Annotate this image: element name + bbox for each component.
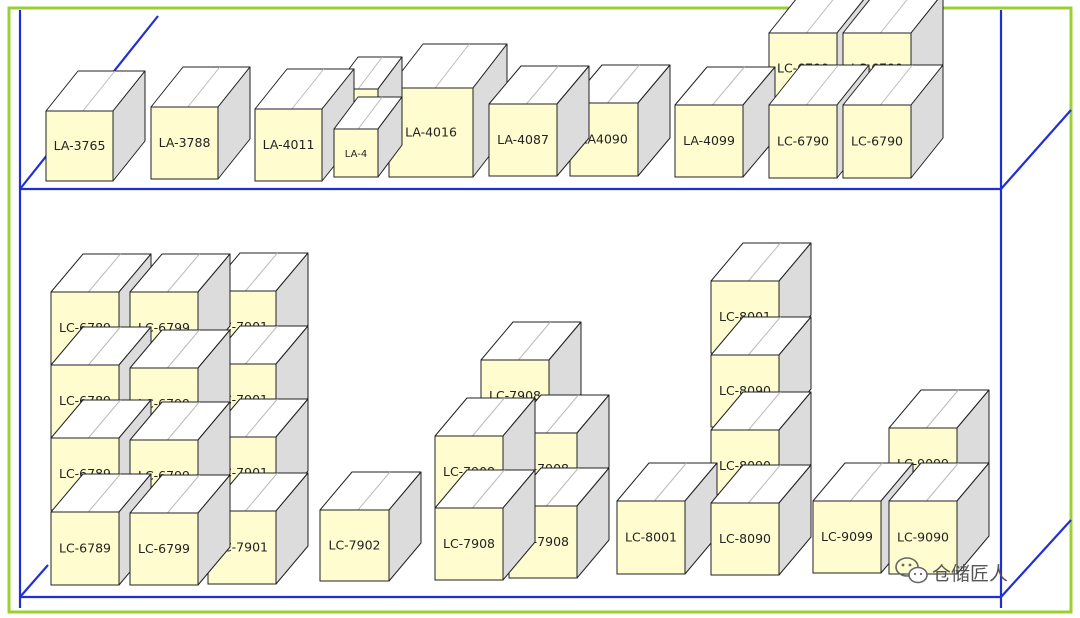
box-front-face xyxy=(710,502,780,576)
storage-box: LC-6790 xyxy=(842,64,944,179)
storage-box: LA-4087 xyxy=(488,65,590,177)
box-label: LA-4016 xyxy=(405,125,457,140)
storage-box: LC-7908 xyxy=(434,469,536,581)
box-tape-line xyxy=(291,68,325,110)
storage-box: LC-6799 xyxy=(129,474,231,586)
box-front-face xyxy=(616,500,686,575)
box-label: LC-9099 xyxy=(821,529,873,544)
box-tape-line xyxy=(607,64,640,104)
box-tape-line xyxy=(472,397,505,437)
box-tape-line xyxy=(245,252,278,292)
box-tape-line xyxy=(748,464,781,504)
box-label: LA-4011 xyxy=(263,137,315,152)
box-tape-line xyxy=(880,64,913,106)
box-front-face xyxy=(488,103,558,177)
box-label: LA-4 xyxy=(345,149,367,160)
box-tape-line xyxy=(245,325,278,365)
box-label: LC-6790 xyxy=(777,134,829,149)
box-label: LA-3788 xyxy=(159,135,211,150)
box-front-face xyxy=(434,507,504,581)
box-tape-line xyxy=(806,64,839,106)
box-tape-line xyxy=(88,399,121,439)
storage-box: LA-3765 xyxy=(45,70,146,182)
box-label: LA4090 xyxy=(580,132,628,147)
box-front-face xyxy=(333,128,379,178)
outer-frame xyxy=(7,6,1073,614)
box-tape-line xyxy=(167,474,200,514)
box-label: LC-6790 xyxy=(851,134,903,149)
shelf-structure xyxy=(18,10,1072,608)
storage-box: LA-4099 xyxy=(674,66,776,178)
box-front-face xyxy=(50,511,120,586)
storage-box: LA-4011 xyxy=(254,68,355,182)
box-tape-line xyxy=(88,473,121,513)
box-tape-line xyxy=(712,66,745,106)
box-tape-line xyxy=(518,321,551,361)
box-tape-line xyxy=(546,394,579,434)
lower-shelf-right-depth xyxy=(1000,519,1072,598)
storage-box: LC-7908 xyxy=(480,321,582,433)
box-tape-line xyxy=(654,462,687,502)
box-tape-line xyxy=(850,462,883,502)
box-tape-line xyxy=(472,469,505,509)
box-label: LC-9090 xyxy=(897,530,949,545)
wechat-icon xyxy=(895,557,928,584)
box-front-face xyxy=(812,500,882,574)
box-tape-line xyxy=(526,65,559,105)
box-front-face xyxy=(254,108,323,182)
box-tape-line xyxy=(926,389,959,429)
box-label: LC-7908 xyxy=(443,536,495,551)
storage-box: LA-3788 xyxy=(150,66,251,180)
box-front-face xyxy=(319,509,390,582)
box-tape-line xyxy=(546,467,579,507)
storage-box: LC-8090 xyxy=(710,464,812,576)
box-label: LA-4087 xyxy=(497,132,549,147)
box-tape-line xyxy=(880,0,908,34)
box-tape-line xyxy=(434,43,470,89)
box-front-face xyxy=(150,106,219,180)
box-label: LC-6799 xyxy=(138,541,190,556)
box-front-face xyxy=(388,87,474,178)
box-front-face xyxy=(842,104,912,179)
box-label: LC-6789 xyxy=(59,541,111,556)
box-front-face xyxy=(129,512,199,586)
box-front-face xyxy=(768,104,838,179)
storage-box: LA-4 xyxy=(333,96,403,178)
box-tape-line xyxy=(357,471,391,511)
box-front-face xyxy=(45,110,114,182)
storage-box: LC-9090 xyxy=(888,462,990,575)
box-tape-line xyxy=(167,401,200,441)
box-tape-line xyxy=(926,462,959,502)
box-tape-line xyxy=(748,316,781,356)
box-label: LA-4099 xyxy=(683,133,735,148)
lower-shelf-left-depth xyxy=(19,564,49,598)
box-tape-line xyxy=(245,398,278,438)
box-tape-line xyxy=(357,56,383,90)
upper-shelf-right-depth xyxy=(1000,109,1072,190)
storage-box: LC-7902 xyxy=(319,471,422,582)
box-front-face xyxy=(674,104,744,178)
box-label: LC-7902 xyxy=(328,538,380,553)
box-label: LC-8090 xyxy=(719,531,771,546)
box-tape-line xyxy=(88,326,121,366)
box-tape-line xyxy=(748,391,781,431)
box-tape-line xyxy=(187,66,221,108)
box-tape-line xyxy=(167,253,200,293)
storage-box: LC-8001 xyxy=(616,462,718,575)
box-tape-line xyxy=(82,70,116,112)
box-front-face xyxy=(888,500,958,575)
box-tape-line xyxy=(88,253,121,293)
box-tape-line xyxy=(748,242,781,282)
watermark-text: 仓储匠人 xyxy=(932,563,1008,585)
box-label: LC-8001 xyxy=(625,530,677,545)
watermark: 仓储匠人 xyxy=(895,557,1008,585)
box-tape-line xyxy=(167,329,200,369)
box-tape-line xyxy=(806,0,834,34)
box-label: LA-3765 xyxy=(54,138,106,153)
box-tape-line xyxy=(245,472,278,512)
box-tape-line xyxy=(357,96,383,130)
